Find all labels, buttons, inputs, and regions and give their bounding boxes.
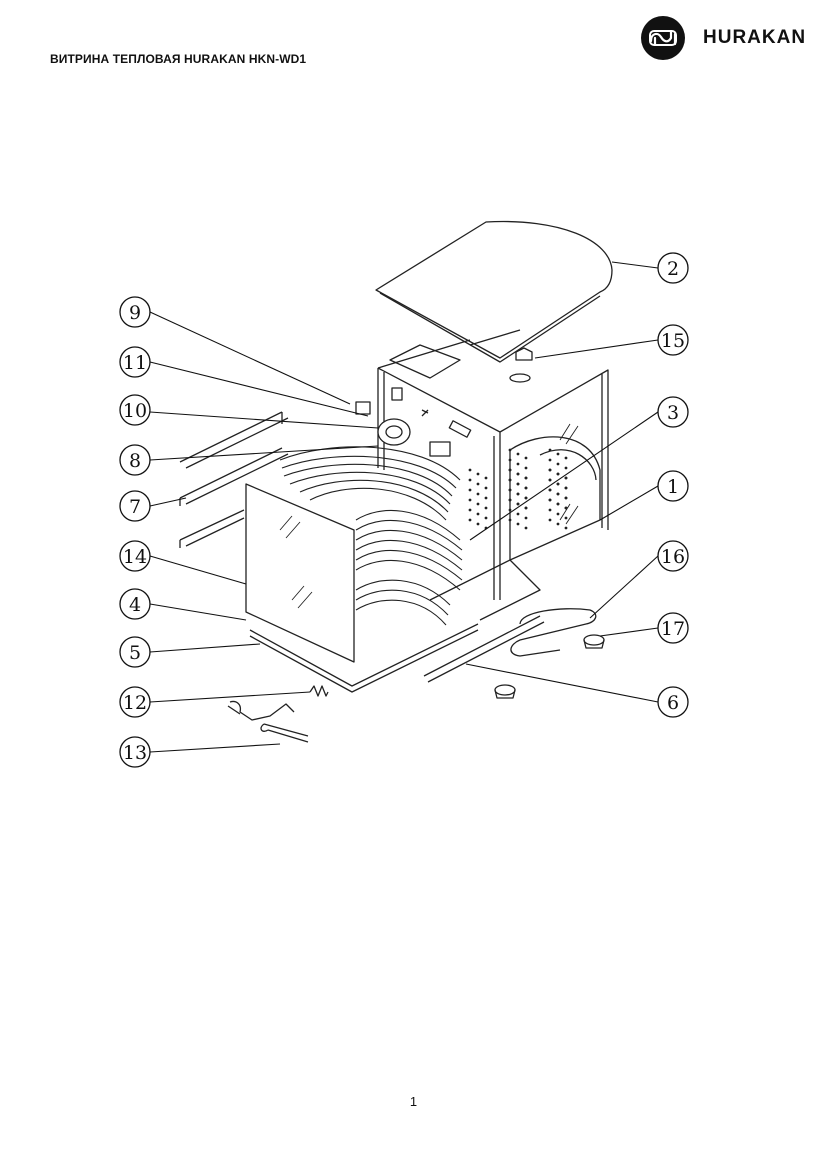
wave-logo-icon [641,16,685,60]
callout-circle-2 [657,252,689,284]
top-lid [375,220,613,359]
brand-name: HURAKAN [703,27,807,48]
callout-circle-7 [119,490,151,522]
callout-circle-9 [119,296,151,328]
top-knob [515,347,533,361]
callout-circle-12 [119,686,151,718]
callout-13: 13 [123,742,147,764]
callout-6: 6 [667,692,679,714]
document-title: ВИТРИНА ТЕПЛОВАЯ HURAKAN HKN-WD1 [50,52,307,66]
callout-9: 9 [129,302,141,324]
callout-12: 12 [123,692,147,714]
callout-circle-3 [657,396,689,428]
page-number: 1 [409,1094,418,1109]
callout-circle-6 [657,686,689,718]
callout-4: 4 [129,594,141,616]
motor-housing [377,418,411,446]
callout-circle-17 [657,612,689,644]
brand-logo: HURAKAN [641,16,806,60]
power-cord [227,700,309,743]
callout-circle-10 [119,394,151,426]
callout-circle-4 [119,588,151,620]
callout-circle-15 [657,324,689,356]
callout-16: 16 [661,546,685,568]
callout-circle-1 [657,470,689,502]
callout-7: 7 [129,496,141,518]
shelf-bracket-lower [179,509,245,548]
callout-15: 15 [661,330,685,352]
body-frame [377,339,609,600]
callout-1: 1 [667,476,679,498]
front-glass-door [245,483,355,663]
callout-circle-8 [119,444,151,476]
callout-10: 10 [123,400,147,422]
switch-block [355,401,371,415]
callout-17: 17 [661,618,685,640]
callout-circle-14 [119,540,151,572]
callout-circle-13 [119,736,151,768]
callout-3: 3 [667,402,679,424]
callout-5: 5 [129,642,141,664]
foot-right [583,634,605,649]
foot-left [494,684,516,699]
heating-element [510,608,597,657]
spring [309,685,329,697]
callout-8: 8 [129,450,141,472]
callout-2: 2 [667,258,679,280]
callout-11: 11 [123,352,147,374]
callout-circle-16 [657,540,689,572]
callout-14: 14 [123,546,147,568]
bottom-tray [249,623,479,687]
callout-circle-5 [119,636,151,668]
callout-circle-11 [119,346,151,378]
bottom-rail [423,615,545,683]
